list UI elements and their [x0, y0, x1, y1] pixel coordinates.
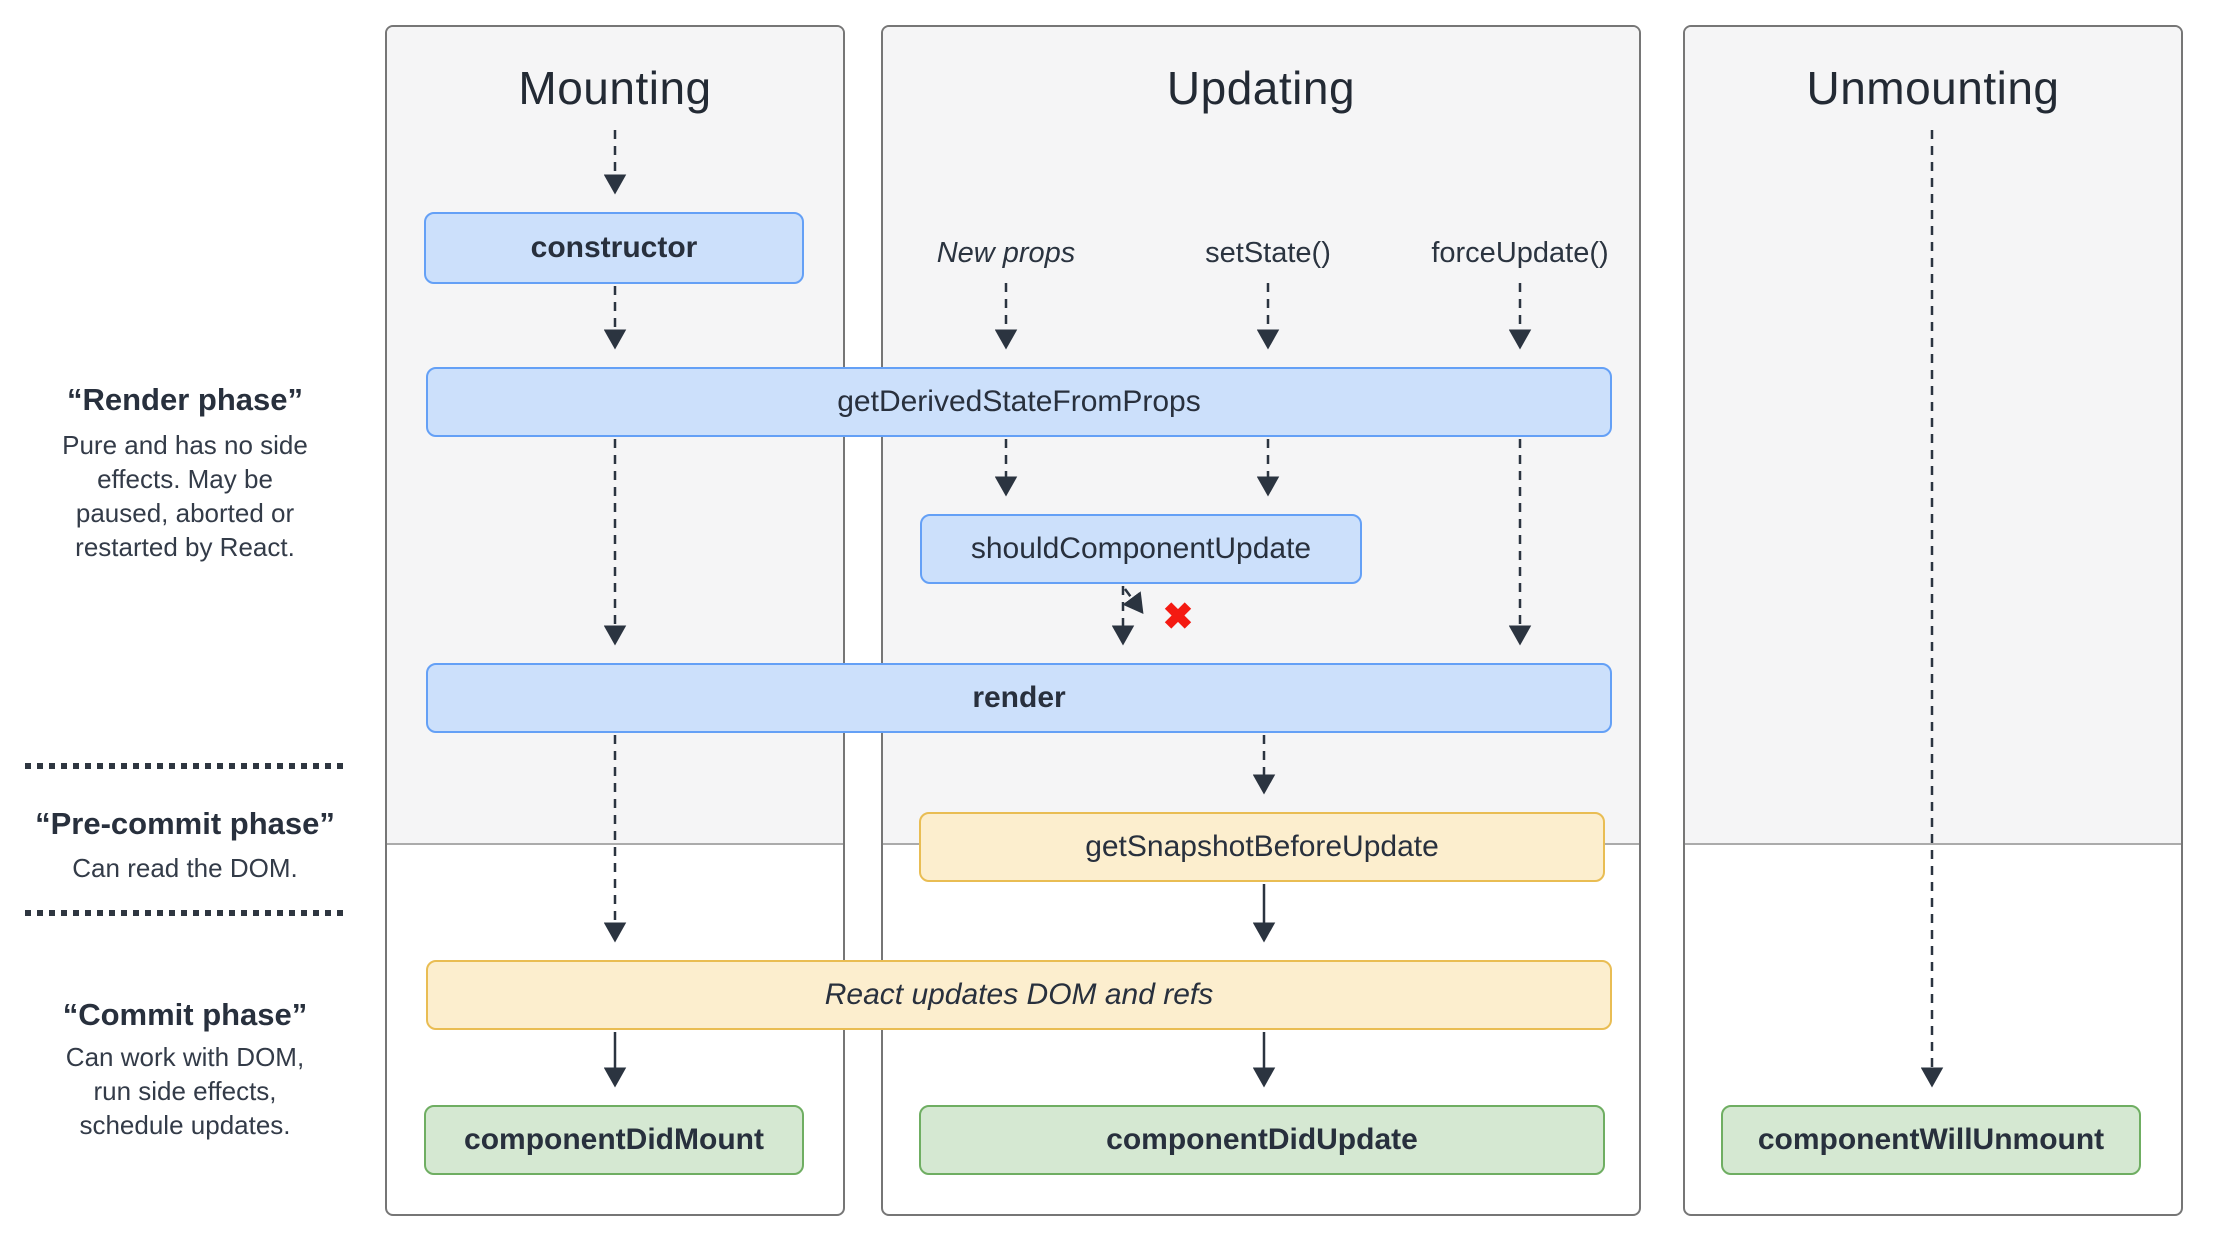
phase-divider-line [25, 763, 345, 769]
commit-phase-description: Can work with DOM, run side effects, sch… [65, 1042, 305, 1140]
new-props-label: New props [936, 237, 1076, 269]
componentdidmount-node[interactable]: componentDidMount [424, 1105, 804, 1175]
updating-column-title: Updating [1166, 62, 1356, 114]
componentdidupdate-node[interactable]: componentDidUpdate [919, 1105, 1605, 1175]
getderivedstatefromprops-node[interactable]: getDerivedStateFromProps [426, 367, 1612, 437]
shouldcomponentupdate-node[interactable]: shouldComponentUpdate [920, 514, 1362, 584]
unmounting-column-title: Unmounting [1806, 62, 2060, 114]
pre-commit-phase-title: “Pre-commit phase” [35, 806, 335, 841]
render-phase-shade [1685, 27, 2181, 845]
componentwillunmount-node[interactable]: componentWillUnmount [1721, 1105, 2141, 1175]
getsnapshotbeforeupdate-node[interactable]: getSnapshotBeforeUpdate [919, 812, 1605, 882]
pre-commit-phase-description: Can read the DOM. [72, 853, 298, 883]
render-phase-description: Pure and has no side effects. May be pau… [62, 430, 308, 562]
setstate-label: setState() [1205, 237, 1331, 269]
unmounting-column: Unmounting [1683, 25, 2183, 1216]
stop-update-x-icon: ✖ [1162, 596, 1194, 637]
mounting-column-title: Mounting [518, 62, 712, 114]
phase-divider-line [25, 910, 345, 916]
updating-column: Updating [881, 25, 1641, 1216]
react-updates-dom-node: React updates DOM and refs [426, 960, 1612, 1030]
forceupdate-label: forceUpdate() [1431, 237, 1609, 269]
constructor-node[interactable]: constructor [424, 212, 804, 284]
mounting-column: Mounting [385, 25, 845, 1216]
render-node[interactable]: render [426, 663, 1612, 733]
commit-phase-title: “Commit phase” [62, 997, 308, 1032]
render-phase-title: “Render phase” [66, 382, 303, 417]
